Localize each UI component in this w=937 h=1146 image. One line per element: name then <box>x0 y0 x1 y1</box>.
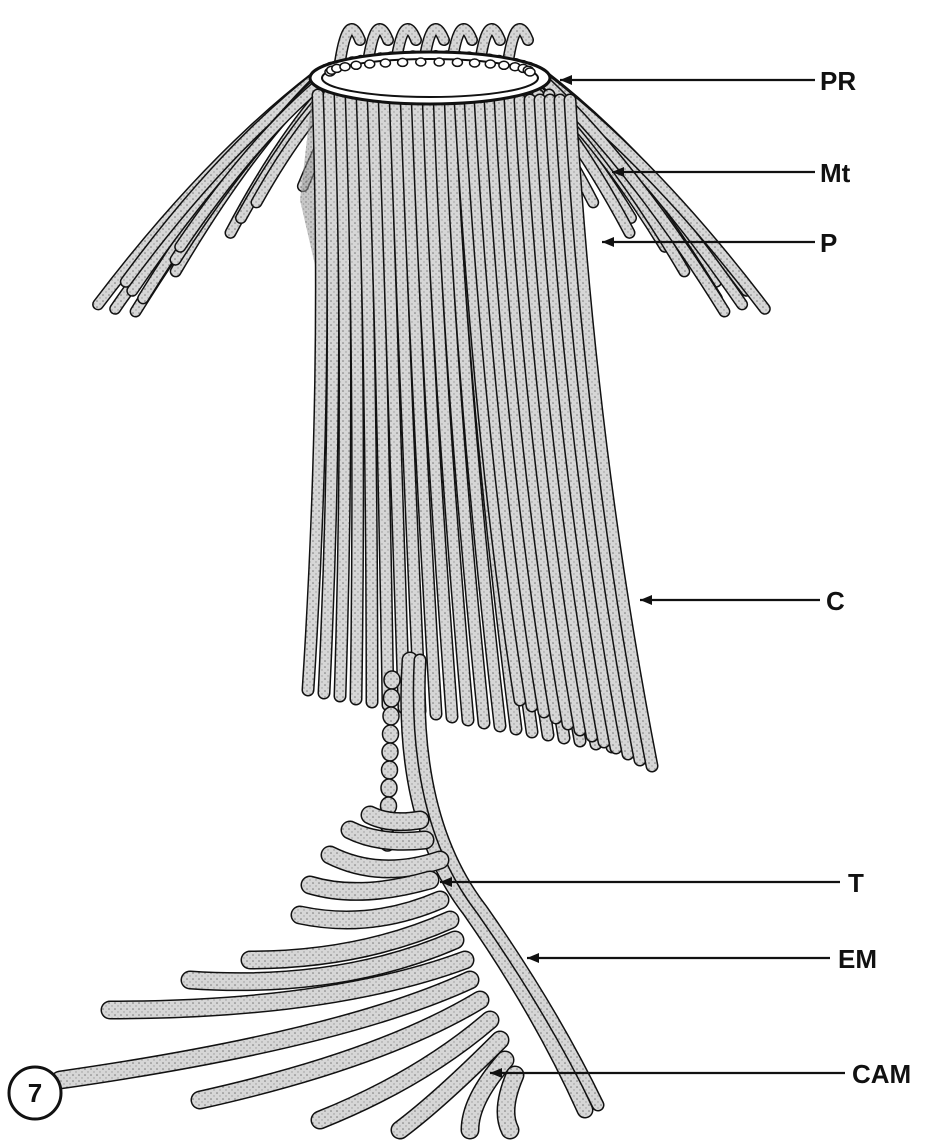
tube-bead <box>382 761 398 779</box>
label-em: EM <box>838 944 877 974</box>
ring-bead <box>365 60 375 68</box>
basal-branches <box>60 815 515 1130</box>
ring-bead <box>416 58 426 66</box>
polar-ring <box>310 52 550 104</box>
collar-sheet <box>308 95 652 766</box>
label-t: T <box>848 868 864 898</box>
basal-branch-fill <box>370 815 420 822</box>
label-c: C <box>826 586 845 616</box>
tube-bead <box>383 707 399 725</box>
tube-bead <box>384 671 400 689</box>
tube-bead <box>383 725 399 743</box>
collar-tube-fill <box>340 95 345 696</box>
loop-tube-fill <box>508 29 528 62</box>
label-p: P <box>820 228 837 258</box>
ring-bead <box>434 58 444 66</box>
ring-bead <box>525 68 535 76</box>
ring-bead <box>499 61 509 69</box>
tube-bead <box>382 743 398 761</box>
ring-bead <box>380 59 390 67</box>
tube-bead <box>381 779 397 797</box>
label-mt: Mt <box>820 158 851 188</box>
ring-bead <box>351 61 361 69</box>
tube-bead <box>384 689 400 707</box>
label-cam: CAM <box>852 1059 911 1089</box>
ring-bead <box>340 63 350 71</box>
ring-bead <box>398 58 408 66</box>
ring-bead <box>485 60 495 68</box>
figure-number: 7 <box>28 1078 42 1108</box>
figure-number-badge: 7 <box>9 1067 61 1119</box>
basal-branch-fill <box>330 855 440 869</box>
basal-branch-fill <box>506 1075 515 1130</box>
ring-bead <box>452 58 462 66</box>
ring-bead <box>470 59 480 67</box>
label-pr: PR <box>820 66 856 96</box>
